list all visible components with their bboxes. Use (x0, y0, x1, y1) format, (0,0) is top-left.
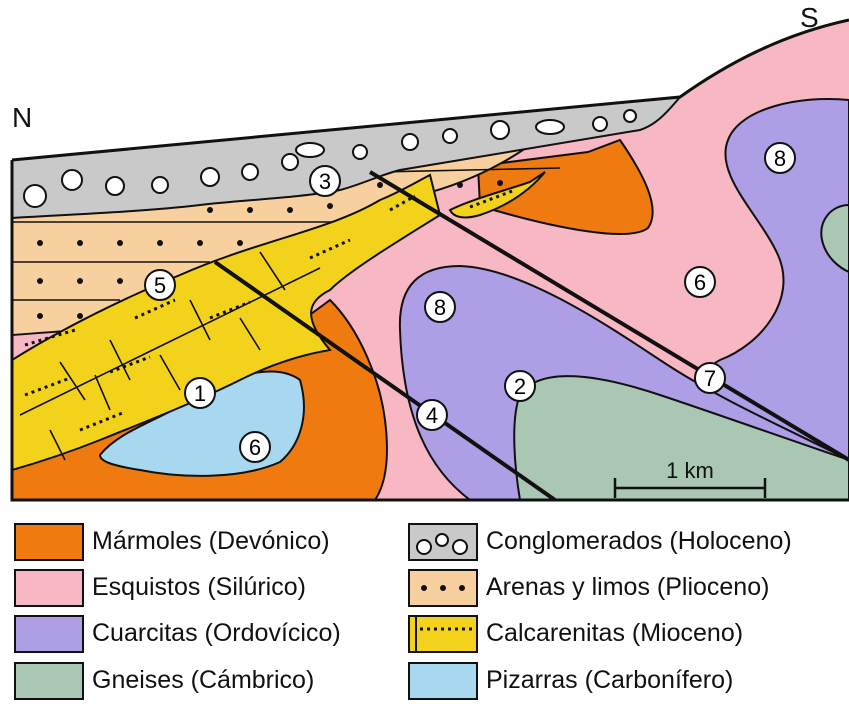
legend-item: Cuarcitas (Ordovícico) (14, 615, 404, 657)
marker-5: 5 (145, 270, 175, 300)
svg-text:6: 6 (694, 270, 706, 295)
marker-4: 4 (417, 400, 447, 430)
legend-swatch (408, 662, 478, 700)
legend-label: Esquistos (Silúrico) (92, 569, 306, 605)
svg-text:2: 2 (514, 374, 526, 399)
legend-item: Pizarras (Carbonífero) (408, 662, 848, 704)
compass-south: S (800, 2, 819, 34)
marker-1: 1 (185, 378, 215, 408)
legend-swatch (14, 662, 84, 700)
legend-label: Conglomerados (Holoceno) (486, 523, 792, 559)
marker-8-lower: 8 (425, 292, 455, 322)
legend-swatch (408, 523, 478, 561)
legend-item: Gneises (Cámbrico) (14, 662, 404, 704)
scale-bar-label: 1 km (666, 458, 714, 483)
legend-label: Arenas y limos (Plioceno) (486, 569, 769, 605)
legend-label: Cuarcitas (Ordovícico) (92, 615, 341, 651)
legend-item: Calcarenitas (Mioceno) (408, 615, 848, 657)
marker-8-upper: 8 (765, 143, 795, 173)
legend-swatch (14, 569, 84, 607)
legend-swatch (408, 569, 478, 607)
svg-text:5: 5 (154, 273, 166, 298)
marker-6-schist: 6 (685, 267, 715, 297)
legend-item: Arenas y limos (Plioceno) (408, 569, 848, 611)
legend-swatch (14, 615, 84, 653)
svg-text:1: 1 (194, 381, 206, 406)
legend-item: Conglomerados (Holoceno) (408, 523, 848, 565)
geologic-cross-section: 1 km 1 2 3 4 5 6 6 7 8 8 (0, 0, 849, 520)
legend-label: Pizarras (Carbonífero) (486, 662, 733, 698)
marker-3: 3 (310, 166, 340, 196)
svg-text:6: 6 (249, 435, 261, 460)
legend-item: Esquistos (Silúrico) (14, 569, 404, 611)
legend-swatch (14, 523, 84, 561)
legend-swatch (408, 615, 478, 653)
svg-text:7: 7 (704, 366, 716, 391)
legend-label: Mármoles (Devónico) (92, 523, 330, 559)
svg-text:4: 4 (426, 403, 438, 428)
marker-2: 2 (505, 371, 535, 401)
svg-text:8: 8 (434, 295, 446, 320)
marker-7: 7 (695, 363, 725, 393)
compass-north: N (12, 102, 32, 134)
legend-label: Calcarenitas (Mioceno) (486, 615, 743, 651)
svg-text:3: 3 (319, 169, 331, 194)
marker-6-slate: 6 (240, 432, 270, 462)
legend-label: Gneises (Cámbrico) (92, 662, 314, 698)
svg-text:8: 8 (774, 146, 786, 171)
legend-item: Mármoles (Devónico) (14, 523, 404, 565)
